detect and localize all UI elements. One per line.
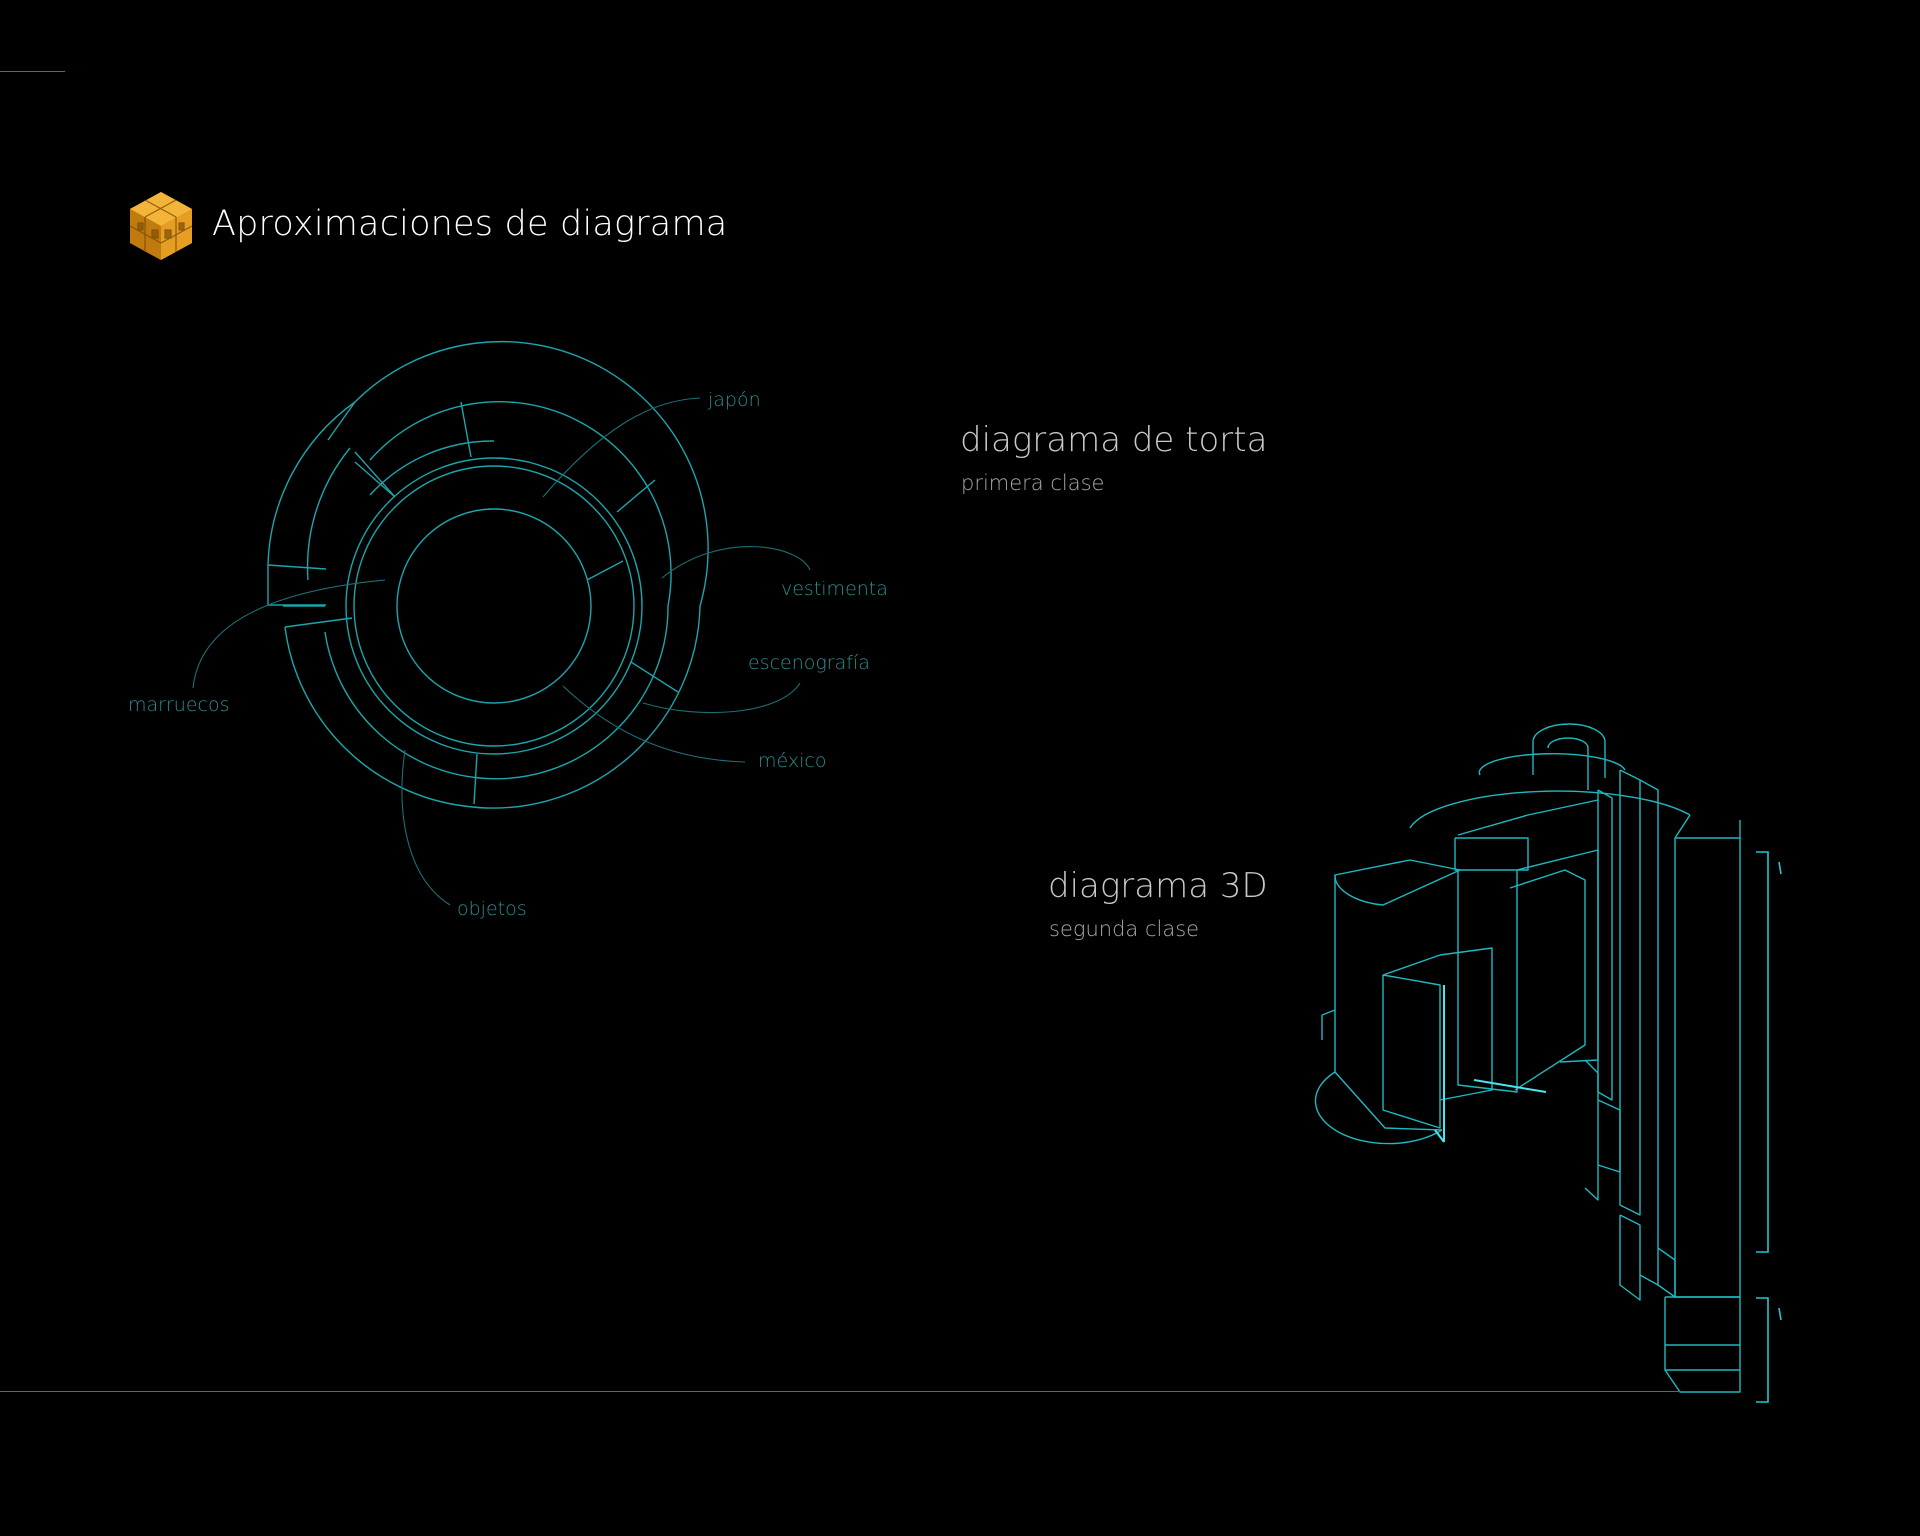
leader-objetos [401,749,451,906]
3d-section-title: diagrama 3D [1048,866,1268,906]
iso-disc-back [1409,790,1691,829]
iso-column-2 [1597,789,1613,1101]
label-mexico: méxico [758,750,826,772]
segment-stub-b [267,565,326,606]
iso-block-b [1509,869,1586,1091]
divider-9 [284,617,353,628]
divider-5 [473,753,478,805]
pie-section-title: diagrama de torta [960,420,1268,460]
label-objetos: objetos [457,898,527,920]
divider-4 [630,661,679,693]
divider-6 [354,461,396,498]
bracket-lower [1756,1297,1769,1403]
base-rule [0,1391,1680,1392]
leader-vestimenta [661,546,811,579]
iso-column-1 [1619,769,1641,1216]
inner-arc-top [369,440,495,496]
outer-arc-marruecos-top [267,401,356,566]
leader-mexico [562,685,746,763]
segment-stub-a [327,401,356,441]
cube-logo-icon [129,192,193,260]
outer-arc-japon [354,340,709,607]
iso-step-1 [1584,1059,1599,1201]
middle-ring-outer [345,457,643,755]
3d-section-subtitle: segunda clase [1049,917,1200,941]
iso-accent-base [1473,1079,1547,1093]
iso-block-c [1382,974,1441,1129]
leader-japon [542,397,701,498]
label-japon: japón [707,389,761,411]
iso-main-front [1674,837,1741,1298]
inner-arc-objetos [324,631,481,779]
divider-1 [460,401,472,458]
iso-disc-top [1478,752,1626,776]
bracket-upper [1756,851,1769,1253]
iso-tube-inner [1547,737,1589,790]
top-left-rule [0,71,65,72]
outer-arc-mexico [463,605,701,809]
iso-tube-top [1532,723,1606,778]
label-escenografia: escenografía [748,652,870,674]
inner-circle [396,508,592,704]
leader-marruecos [192,579,386,689]
outer-arc-objetos [284,626,465,807]
segment-stub-c [354,451,396,498]
iso-step-base [1664,1296,1741,1393]
leader-lines [192,397,811,906]
divider-3 [586,560,624,581]
page-title: Aproximaciones de diagrama [212,204,728,244]
ring-diagram [267,340,709,809]
inner-arc-japon [369,401,672,607]
pie-section-subtitle: primera clase [961,471,1105,495]
leader-escenografia [642,682,801,714]
inner-arc-top-left [306,447,351,581]
label-vestimenta: vestimenta [781,578,888,600]
iso-wing-top [1334,859,1461,906]
label-marruecos: marruecos [128,694,229,716]
iso-3d-diagram [1314,723,1741,1393]
divider-2 [616,479,656,513]
divider-7 [267,564,327,570]
iso-block-a [1454,837,1529,871]
middle-ring-inner [353,465,635,747]
inner-arc-mexico [479,605,669,780]
